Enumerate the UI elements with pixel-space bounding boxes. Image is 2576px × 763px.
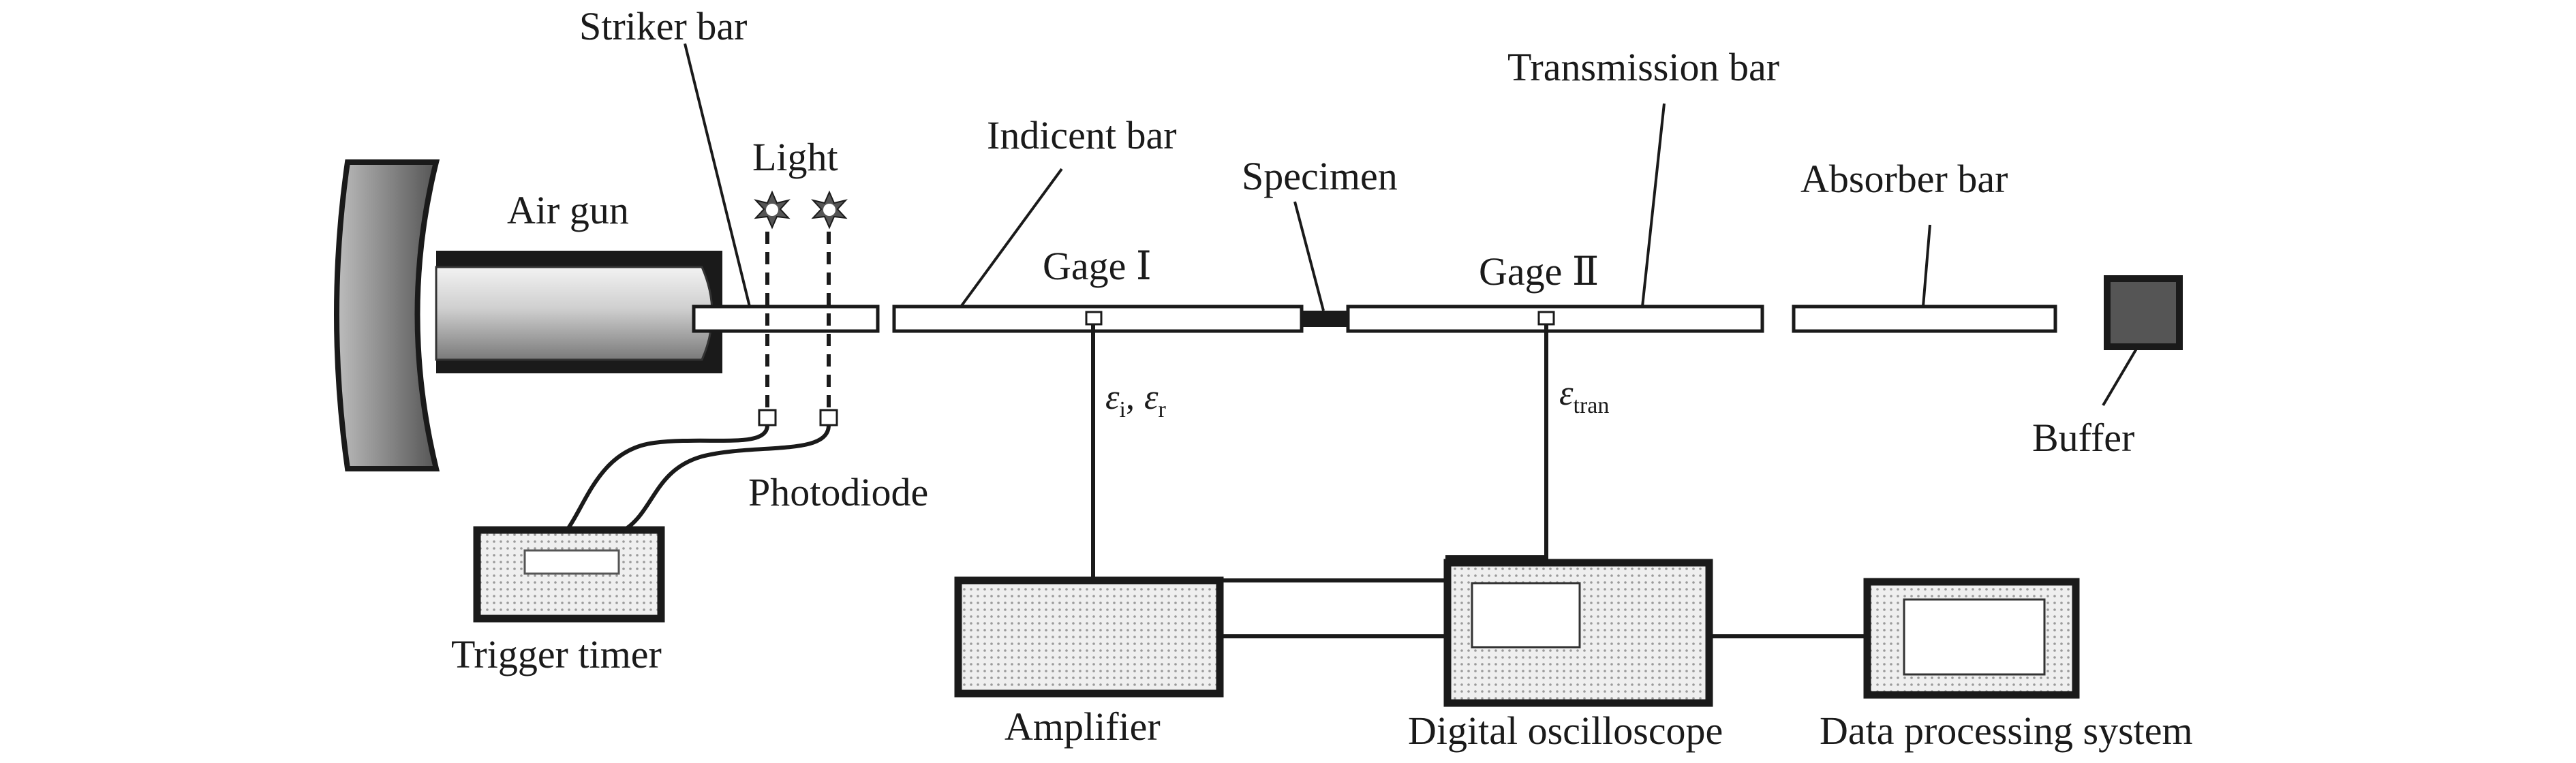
label-indicent-bar: Indicent bar (987, 113, 1177, 157)
photodiode-cable (565, 424, 769, 531)
subscript-reflected: r (1158, 397, 1166, 422)
signal-incident-reflected: εi,εr (1105, 378, 1166, 422)
label-light: Light (752, 135, 838, 179)
oscilloscope-screen (1471, 582, 1581, 649)
gage-two-marker (1537, 311, 1555, 326)
label-gage-two: Gage Ⅱ (1479, 249, 1599, 294)
subscript-transmitted: tran (1574, 393, 1610, 418)
label-air-gun: Air gun (507, 188, 629, 232)
leader-transmission-bar (1641, 103, 1666, 307)
leader-specimen (1293, 201, 1325, 311)
photodiode-cable (623, 424, 831, 532)
photodiode-sensor (819, 409, 838, 426)
specimen (1302, 311, 1348, 327)
amplifier-box (954, 576, 1224, 698)
air-gun-mount (334, 159, 440, 471)
leader-indicent-bar (960, 168, 1063, 308)
buffer-block (2104, 275, 2183, 350)
label-trigger-timer: Trigger timer (451, 632, 662, 676)
leader-striker-bar (684, 43, 751, 307)
epsilon-symbol: ε (1144, 378, 1159, 417)
subscript-incident: i (1120, 397, 1126, 422)
data-processing-screen (1903, 598, 2046, 676)
label-amplifier: Amplifier (1005, 704, 1161, 749)
signal-separator: , (1126, 378, 1135, 417)
label-specimen: Specimen (1242, 154, 1398, 198)
absorber-bar (1792, 305, 2057, 333)
photodiode-sensor (758, 409, 777, 426)
leader-buffer (2102, 347, 2138, 407)
light-icon (811, 190, 848, 230)
striker-bar (692, 305, 880, 333)
leader-absorber-bar (1922, 224, 1931, 307)
label-digital-oscilloscope: Digital oscilloscope (1408, 708, 1723, 753)
label-transmission-bar: Transmission bar (1507, 45, 1779, 89)
gage-one-marker (1085, 311, 1103, 326)
signal-transmitted: εtran (1559, 374, 1609, 418)
epsilon-symbol: ε (1559, 374, 1574, 413)
gage-two-signal-wire (1220, 324, 1548, 582)
label-striker-bar: Striker bar (579, 4, 747, 48)
light-icon (754, 190, 791, 230)
label-photodiode: Photodiode (748, 470, 928, 514)
transmission-bar (1346, 305, 1764, 333)
label-buffer: Buffer (2032, 416, 2134, 460)
label-absorber-bar: Absorber bar (1800, 157, 2008, 201)
label-gage-one: Gage Ⅰ (1043, 244, 1152, 288)
epsilon-symbol: ε (1105, 378, 1120, 417)
trigger-timer-display (523, 549, 620, 575)
label-data-processing-system: Data processing system (1820, 708, 2193, 753)
air-gun-piston (435, 266, 714, 361)
